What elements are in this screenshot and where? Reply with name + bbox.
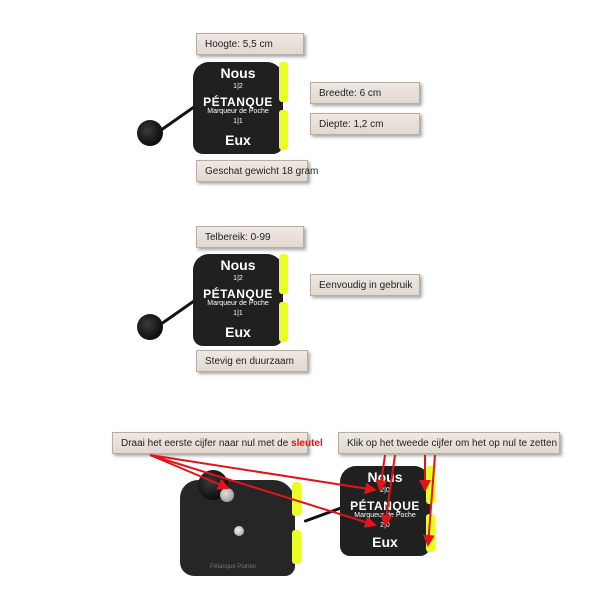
counter-bottom[interactable]: 2|0 xyxy=(380,522,390,529)
label-klik: Klik op het tweede cijfer om het op nul … xyxy=(338,432,560,454)
counter-bottom-digit-2: 0 xyxy=(385,522,390,529)
yellow-clip-top xyxy=(279,254,288,294)
label-stevig: Stevig en duurzaam xyxy=(196,350,308,372)
yellow-clip-bottom xyxy=(279,302,288,342)
counter-bottom[interactable]: 1|1 xyxy=(233,118,243,125)
counter-bottom[interactable]: 1|1 xyxy=(233,310,243,317)
back-text: Pétanque Pointer xyxy=(210,564,257,570)
label-draai-key: sleutel xyxy=(291,438,323,449)
label-nous: Nous xyxy=(220,65,256,81)
lanyard-cap xyxy=(137,314,163,340)
pocket-marker-device-1: Nous 1|2 PÉTANQUE Marqueur de Poche 1|1 … xyxy=(135,60,295,155)
counter-bottom-digit-1: 1 xyxy=(233,310,238,317)
counter-top-digit-2: 0 xyxy=(385,487,390,494)
label-eux: Eux xyxy=(225,132,251,148)
marker-body xyxy=(193,254,283,346)
subtitle-text: Marqueur de Poche xyxy=(207,108,269,115)
key-knob-icon xyxy=(220,488,234,502)
yellow-clip-top xyxy=(279,62,288,102)
label-eux: Eux xyxy=(372,534,398,550)
pocket-marker-device-3: Nous 2|0 PÉTANQUE Marqueur de Poche 2|0 … xyxy=(300,464,440,559)
pocket-marker-device-2: Nous 1|2 PÉTANQUE Marqueur de Poche 1|1 … xyxy=(135,252,295,347)
counter-bottom-digit-2: 1 xyxy=(238,310,243,317)
label-breedte: Breedte: 6 cm xyxy=(310,82,420,104)
brand-text: PÉTANQUE xyxy=(350,499,420,513)
counter-top[interactable]: 1|2 xyxy=(233,83,243,90)
counter-top-digit-1: 2 xyxy=(380,487,385,494)
counter-top-digit-2: 2 xyxy=(238,83,243,90)
lanyard-cap xyxy=(137,120,163,146)
subtitle-text: Marqueur de Poche xyxy=(354,512,416,519)
marker-back-view: Pétanque Pointer xyxy=(180,468,305,578)
yellow-clip-bottom xyxy=(279,110,288,150)
label-diepte: Diepte: 1,2 cm xyxy=(310,113,420,135)
label-gewicht: Geschat gewicht 18 gram xyxy=(196,160,318,182)
counter-bottom-digit-1: 2 xyxy=(380,522,385,529)
label-eux: Eux xyxy=(225,324,251,340)
label-draai-text: Draai het eerste cijfer naar nul met de xyxy=(121,438,292,449)
label-nous: Nous xyxy=(220,257,256,273)
counter-bottom-digit-2: 1 xyxy=(238,118,243,125)
counter-top-digit-1: 1 xyxy=(233,83,238,90)
lanyard-cord xyxy=(303,505,344,523)
label-nous: Nous xyxy=(367,469,403,485)
subtitle-text: Marqueur de Poche xyxy=(207,300,269,307)
rivet-icon xyxy=(234,526,244,536)
counter-top-digit-1: 1 xyxy=(233,275,238,282)
brand-text: PÉTANQUE xyxy=(203,95,273,109)
label-eenvoudig: Eenvoudig in gebruik xyxy=(310,274,420,296)
counter-top[interactable]: 1|2 xyxy=(233,275,243,282)
yellow-clip-bottom xyxy=(292,530,301,564)
label-telbereik: Telbereik: 0-99 xyxy=(196,226,304,248)
label-draai: Draai het eerste cijfer naar nul met de … xyxy=(112,432,323,454)
brand-text: PÉTANQUE xyxy=(203,287,273,301)
label-hoogte: Hoogte: 5,5 cm xyxy=(196,33,304,55)
counter-top[interactable]: 2|0 xyxy=(380,487,390,494)
counter-top-digit-2: 2 xyxy=(238,275,243,282)
marker-body xyxy=(193,62,283,154)
counter-bottom-digit-1: 1 xyxy=(233,118,238,125)
